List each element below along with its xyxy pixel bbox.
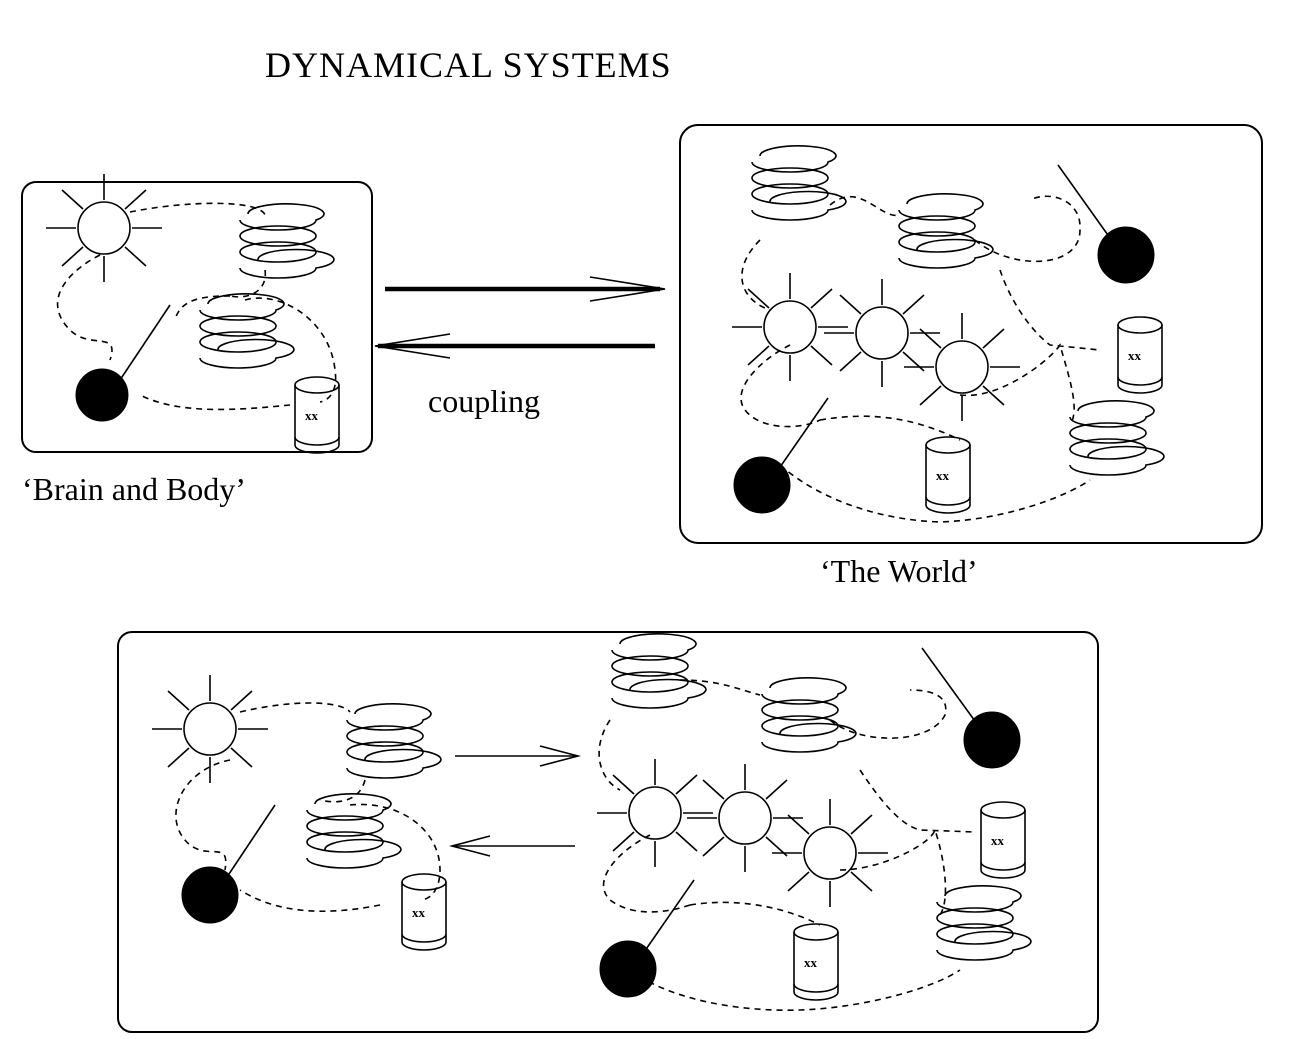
diagram-title: DYNAMICAL SYSTEMS [265,45,672,85]
world-panel: xx xx [679,124,1263,544]
coupling-label: coupling [428,383,540,419]
combined-world-dashed-loop [598,679,976,1012]
pendulum-icon [599,879,695,998]
spring-icon [751,145,847,221]
brain-body-dashed-loop [56,202,337,411]
sun-icon [823,278,941,388]
pendulum-icon [921,647,1021,769]
combined-system-panel: xx xx xx [117,631,1099,1033]
arrow-left-icon [448,835,575,857]
sun-icon [45,173,163,283]
sun-icon [771,798,889,908]
world-box [679,124,1263,544]
barrel-icon: xx [1117,316,1163,394]
sun-icon [151,674,269,784]
spring-icon [611,633,707,709]
arrow-right-icon [455,745,582,767]
brain-body-label: ‘Brain and Body’ [22,471,246,507]
arrow-left-icon [374,333,655,359]
spring-icon [761,677,857,753]
spring-icon [199,293,295,369]
combined-brain-dashed-loop [175,702,441,913]
brain-body-box [21,181,373,453]
pendulum-icon [1057,164,1155,284]
barrel-icon: xx [793,923,839,1001]
barrel-icon: xx [294,376,340,454]
arrow-right-icon [385,276,666,302]
sun-icon [903,312,1021,422]
sun-icon [731,272,849,382]
spring-icon [898,193,994,269]
svg-text:xx: xx [412,905,426,920]
world-label: ‘The World’ [820,553,978,589]
barrel-icon: xx [925,436,971,514]
combined-system-box [117,631,1099,1033]
sun-icon [686,763,804,873]
barrel-icon: xx [401,873,447,951]
svg-text:xx: xx [305,408,319,423]
barrel-icon: xx [980,801,1026,879]
spring-icon [346,703,442,779]
world-dashed-loop [740,195,1101,523]
pendulum-icon [733,397,829,514]
coupling-arrows [374,276,666,359]
svg-text:xx: xx [991,833,1005,848]
svg-text:xx: xx [1128,348,1142,363]
pendulum-icon [75,304,171,422]
svg-text:xx: xx [804,955,818,970]
sun-icon [596,758,714,868]
brain-body-panel: xx [21,173,373,454]
pendulum-icon [181,804,276,924]
spring-icon [1069,400,1165,476]
svg-text:xx: xx [936,468,950,483]
spring-icon [936,885,1032,961]
spring-icon [239,203,335,279]
